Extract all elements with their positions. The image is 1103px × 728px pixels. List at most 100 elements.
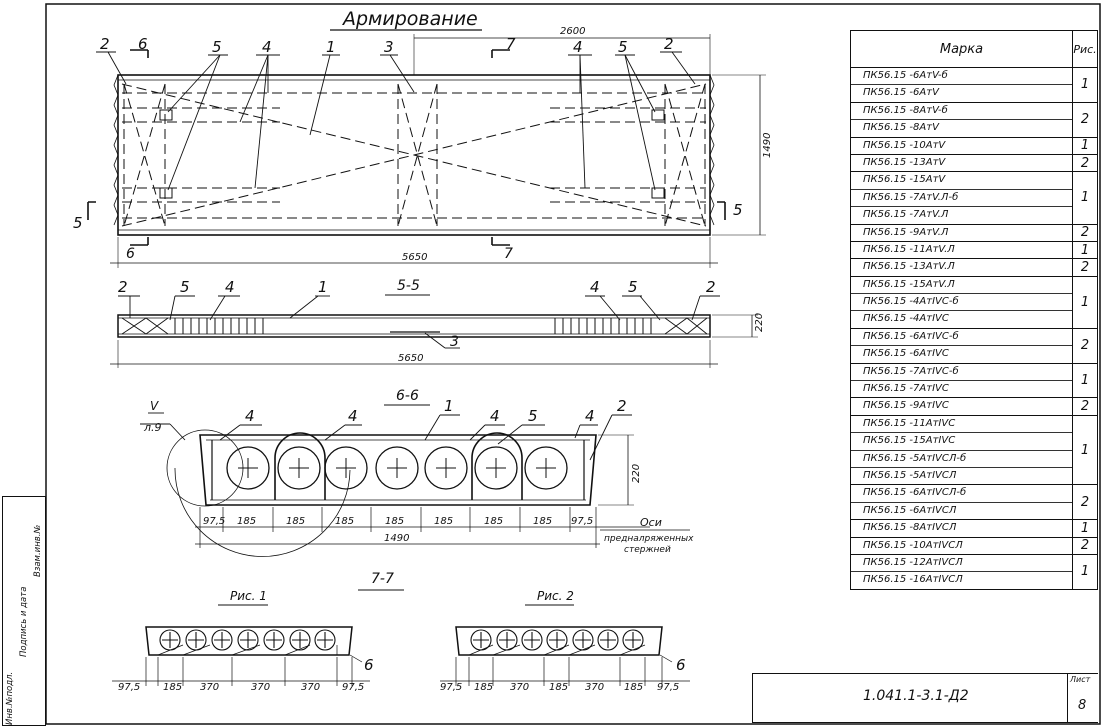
section-5-5-labels: 5-5 2 5 4 1 3 4 5 2 5650 220 <box>118 278 765 364</box>
mark-names: ПК56.15 -9АтIVС <box>851 398 1073 415</box>
mark-names: ПК56.15 -13АтV.Л <box>851 259 1073 276</box>
svg-text:97,5: 97,5 <box>571 516 593 527</box>
svg-text:1: 1 <box>318 278 328 296</box>
svg-text:185: 185 <box>237 516 256 527</box>
plan-dim-length: 5650 <box>402 252 427 263</box>
svg-text:185: 185 <box>549 682 568 693</box>
svg-text:4: 4 <box>585 407 595 425</box>
mark-cell: ПК56.15 -15АтV <box>851 172 1072 190</box>
svg-text:97,5: 97,5 <box>657 682 679 693</box>
mark-cell: ПК56.15 -8АтV <box>863 122 939 134</box>
marks-table-header: Марка Рис. <box>851 31 1097 68</box>
svg-text:2: 2 <box>617 397 627 415</box>
svg-text:4: 4 <box>348 407 358 425</box>
sheet-label: Лист <box>1070 675 1091 684</box>
mark-names: ПК56.15 -8АтIVСЛ <box>851 520 1073 537</box>
drawing-title: Армирование <box>341 8 478 30</box>
svg-text:5: 5 <box>733 201 743 219</box>
mark-cell: ПК56.15 -12АтIVСЛ <box>851 555 1072 573</box>
fig-cell: 2 <box>1080 155 1090 171</box>
section-5-5-length: 5650 <box>398 353 423 364</box>
svg-text:370: 370 <box>301 682 320 693</box>
fig2-section: 97,5 185 370 185 370 185 97,5 6 <box>440 626 690 693</box>
svg-text:97,5: 97,5 <box>342 682 364 693</box>
mark-cell: ПК56.15 -6АтIVСЛ-б <box>851 485 1072 503</box>
mark-cell: ПК56.15 -6АтV-б <box>851 68 1072 86</box>
section-5-5-height: 220 <box>754 313 765 332</box>
mark-cell: ПК56.15 -6АтV <box>863 87 939 99</box>
sheet-frame <box>45 3 1101 725</box>
mark-cell: ПК56.15 -16АтIVСЛ <box>863 574 963 586</box>
svg-text:370: 370 <box>200 682 219 693</box>
svg-text:5: 5 <box>180 278 190 296</box>
svg-text:Оси: Оси <box>640 516 662 529</box>
fig1-label: Рис. 1 <box>230 589 267 603</box>
svg-text:97,5: 97,5 <box>118 682 140 693</box>
node-sheet: л.9 <box>143 421 162 434</box>
svg-text:6: 6 <box>126 246 135 262</box>
mark-cell: ПК56.15 -13АтV.Л <box>863 261 955 273</box>
svg-text:185: 185 <box>286 516 305 527</box>
section-5-5 <box>110 295 758 368</box>
node-label: V <box>150 399 159 413</box>
mark-cell: ПК56.15 -6АтIVС-б <box>851 329 1072 347</box>
mark-cell: ПК56.15 -10АтIVСЛ <box>863 539 963 551</box>
mark-cell: ПК56.15 -11АтV.Л <box>863 243 955 255</box>
document-code: 1.041.1-3.1-Д2 <box>863 688 969 704</box>
side-label-inv: Инв.№подл. <box>5 671 15 725</box>
col-mark-header: Марка <box>851 31 1073 67</box>
svg-text:предналряженных: предналряженных <box>604 534 694 544</box>
svg-text:185: 185 <box>474 682 493 693</box>
fig-cell: 1 <box>1080 77 1090 93</box>
fig-cell: 1 <box>1080 190 1090 206</box>
fig-cell: 2 <box>1080 112 1090 128</box>
plan-view <box>87 34 766 268</box>
fig-cell: 1 <box>1080 442 1090 458</box>
fig-cell: 1 <box>1080 242 1090 258</box>
svg-text:185: 185 <box>624 682 643 693</box>
section-6-6-height: 220 <box>631 464 642 483</box>
table-row-group: ПК56.15 -10АтV 1 <box>851 137 1097 155</box>
sheet-number: 8 <box>1078 698 1087 713</box>
mark-cell: ПК56.15 -5АтIVСЛ <box>863 469 957 481</box>
svg-text:370: 370 <box>585 682 604 693</box>
svg-text:2: 2 <box>706 278 716 296</box>
mark-cell: ПК56.15 -10АтV <box>863 139 946 151</box>
fig-cell: 2 <box>1080 338 1090 354</box>
svg-text:97,5: 97,5 <box>440 682 462 693</box>
mark-cell: ПК56.15 -7АтIVС-б <box>851 364 1072 382</box>
svg-text:6: 6 <box>676 656 686 674</box>
section-6-6-labels: 6-6 V л.9 4 4 1 4 5 4 2 97,5 185 185 185… <box>143 388 694 555</box>
svg-text:5: 5 <box>212 38 222 56</box>
section-7-7: 7-7 Рис. 1 Рис. 2 <box>218 571 574 606</box>
plan-dim-top: 2600 <box>560 26 585 37</box>
mark-cell: ПК56.15 -15АтV.Л <box>851 277 1072 295</box>
mark-cell: ПК56.15 -8АтV-б <box>851 103 1072 121</box>
svg-text:3: 3 <box>384 38 394 56</box>
svg-text:4: 4 <box>225 278 235 296</box>
mark-cell: ПК56.15 -11АтIVС <box>851 416 1072 434</box>
mark-cell: ПК56.15 -6АтIVСЛ <box>863 504 957 516</box>
fig-cell: 1 <box>1080 138 1090 154</box>
mark-cell: ПК56.15 -9АтIVС <box>863 400 949 412</box>
mark-cell: ПК56.15 -5АтIVСЛ-б <box>851 451 1072 468</box>
svg-text:4: 4 <box>573 38 583 56</box>
svg-text:185: 185 <box>335 516 354 527</box>
svg-text:5: 5 <box>528 407 538 425</box>
svg-text:2: 2 <box>100 35 110 53</box>
mark-cell: ПК56.15 -4АтIVС <box>863 313 949 325</box>
svg-text:97,5: 97,5 <box>203 516 225 527</box>
